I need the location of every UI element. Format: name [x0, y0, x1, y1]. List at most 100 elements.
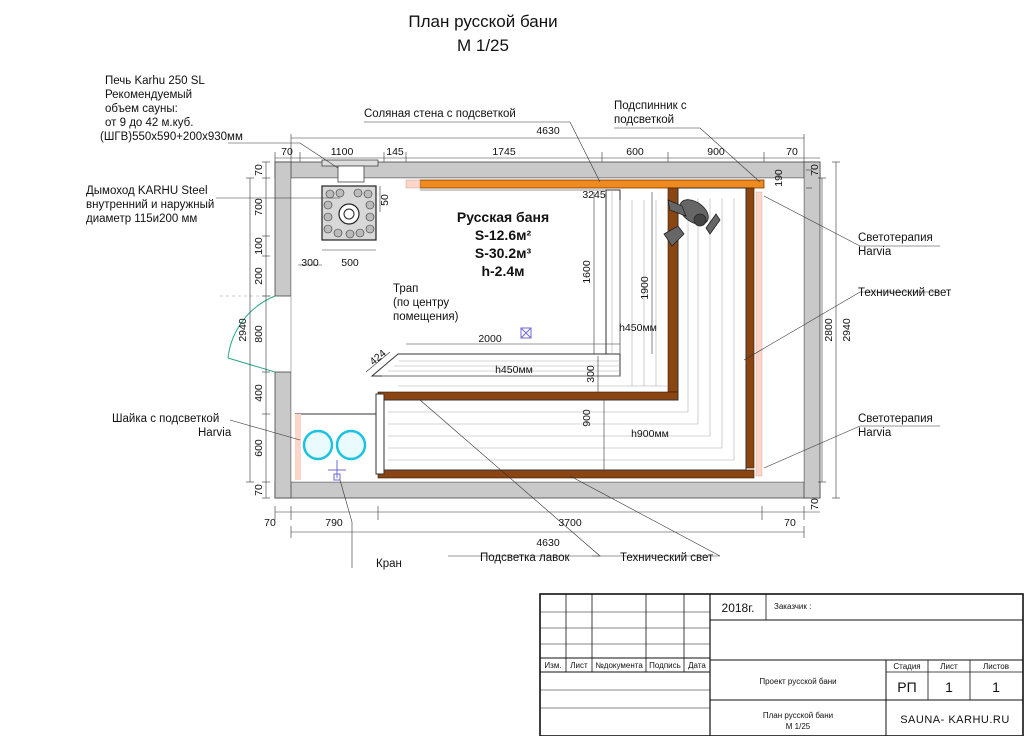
dim-2000: 2000	[478, 333, 502, 345]
dim-left-200: 200	[253, 267, 265, 285]
salt-wall-label: Соляная стена с подсветкой	[364, 108, 516, 120]
salt-wall-end	[405, 179, 421, 189]
lighttherapy-top-1: Светотерапия	[858, 232, 933, 244]
dim-left-800: 800	[253, 325, 265, 343]
lighttherapy-top-2: Harvia	[858, 246, 892, 258]
stove-label-4: от 9 до 42 м.куб.	[105, 117, 193, 129]
tb-col-sign: Подпись	[649, 661, 681, 670]
room-info: Русская баня S-12.6м² S-30.2м³ h-2.4м	[457, 209, 549, 279]
door-leaf	[227, 357, 276, 373]
dim-top-70b: 70	[786, 146, 798, 158]
dimension-lines	[246, 134, 840, 538]
dim-right-70b: 70	[809, 498, 821, 510]
dim-top-70: 70	[281, 146, 293, 158]
drain-label-3: помещения)	[393, 311, 459, 323]
dim-300: 300	[585, 365, 597, 383]
dim-bottom-70: 70	[264, 517, 276, 529]
dim-stove-50: 50	[379, 194, 391, 206]
bucket-icon	[302, 429, 334, 461]
dim-1600: 1600	[581, 260, 593, 284]
tb-col-izm: Изм.	[544, 661, 561, 670]
dim-left-70: 70	[253, 164, 265, 176]
room-name: Русская баня	[457, 209, 549, 225]
tb-stage: РП	[897, 679, 916, 695]
salt-wall	[419, 179, 765, 189]
tap-icon	[328, 460, 346, 481]
tb-col-list: Лист	[570, 661, 588, 670]
tb-col-doc: №документа	[595, 661, 643, 670]
dim-stove-500: 500	[341, 257, 359, 269]
tech-light-bottom: Технический свет	[620, 552, 714, 564]
walls	[274, 161, 821, 499]
dim-top-600: 600	[626, 146, 644, 158]
wall-right	[803, 161, 821, 499]
tb-col-date: Дата	[688, 661, 706, 670]
stove-label-2: Рекомендуемый	[105, 89, 192, 101]
tb-plan-1: План русской бани	[763, 711, 833, 720]
room-area: S-12.6м²	[475, 227, 532, 243]
bucket-area	[295, 393, 385, 481]
drawing-scale: М 1/25	[457, 36, 509, 55]
dim-top-total: 4630	[536, 125, 560, 137]
callout-leaders	[216, 121, 940, 568]
bucket-icon-2	[335, 429, 367, 461]
dim-right-outer: 2940	[841, 318, 853, 342]
bucket-label-1: Шайка с подсветкой	[112, 413, 219, 425]
stove	[321, 159, 379, 241]
tap-label: Кран	[376, 558, 402, 570]
drain-label-2: (по центру	[393, 297, 449, 309]
dim-left-70b: 70	[253, 484, 265, 496]
title-block-texts: 2018г. Заказчик : Изм. Лист №документа П…	[544, 601, 1009, 731]
tb-stage-h: Стадия	[893, 662, 920, 671]
dim-right-70: 70	[809, 164, 821, 176]
dim-left-total: 2940	[237, 318, 249, 342]
chimney-label-1: Дымоход KARHU Steel	[86, 185, 208, 197]
room-volume: S-30.2м³	[475, 245, 532, 261]
wall-bottom	[274, 481, 821, 499]
bucket-label-2: Harvia	[198, 427, 232, 439]
dim-1900: 1900	[639, 276, 651, 300]
dim-right-190: 190	[773, 169, 785, 187]
tb-year: 2018г.	[722, 601, 755, 615]
door-swing	[227, 295, 276, 359]
lighttherapy-bottom-2: Harvia	[858, 427, 892, 439]
lighttherapy-bottom-1: Светотерапия	[858, 413, 933, 425]
bench-h450-b: h450мм	[495, 364, 533, 376]
dim-bottom-790: 790	[325, 517, 343, 529]
dim-bottom-70b: 70	[784, 517, 796, 529]
tb-sheets: 1	[992, 679, 1000, 695]
lower-bench	[377, 187, 747, 471]
door	[227, 295, 276, 373]
drawing-title: План русской бани	[408, 12, 557, 31]
dim-left-400: 400	[253, 384, 265, 402]
drain-icon	[520, 327, 532, 339]
tb-sheet-h: Лист	[940, 662, 958, 671]
bench-h900: h900мм	[631, 428, 669, 440]
dim-left-100: 100	[253, 237, 265, 255]
stove-label-5: (ШГВ)550x590+200x930мм	[100, 131, 243, 143]
tb-sheets-h: Листов	[983, 662, 1009, 671]
drain-label-1: Трап	[393, 283, 418, 295]
dim-bottom-3700: 3700	[558, 517, 582, 529]
backrest-label-1: Подспинник с	[614, 100, 687, 112]
dim-top-145: 145	[386, 146, 404, 158]
bench-step-lines	[398, 200, 668, 387]
chimney-label-3: диаметр 115и200 мм	[86, 213, 197, 225]
dim-3245: 3245	[582, 189, 606, 201]
dim-900: 900	[581, 409, 593, 427]
chimney-label-2: внутренний и наружный	[86, 199, 214, 211]
chimney-circle-icon	[338, 203, 360, 225]
bench-light-label: Подсветка лавок	[480, 552, 570, 564]
dim-left-600: 600	[253, 439, 265, 457]
dim-left-700: 700	[253, 198, 265, 216]
stove-label-3: объем сауны:	[105, 103, 178, 115]
tb-customer: Заказчик :	[774, 602, 811, 611]
tb-sheet: 1	[945, 679, 953, 695]
callouts: Печь Karhu 250 SL Рекомендуемый объем са…	[86, 75, 952, 570]
stove-label-1: Печь Karhu 250 SL	[105, 75, 205, 87]
dim-top-900: 900	[707, 146, 725, 158]
light-therapy-strip	[755, 191, 763, 477]
dim-stove-300: 300	[301, 257, 319, 269]
